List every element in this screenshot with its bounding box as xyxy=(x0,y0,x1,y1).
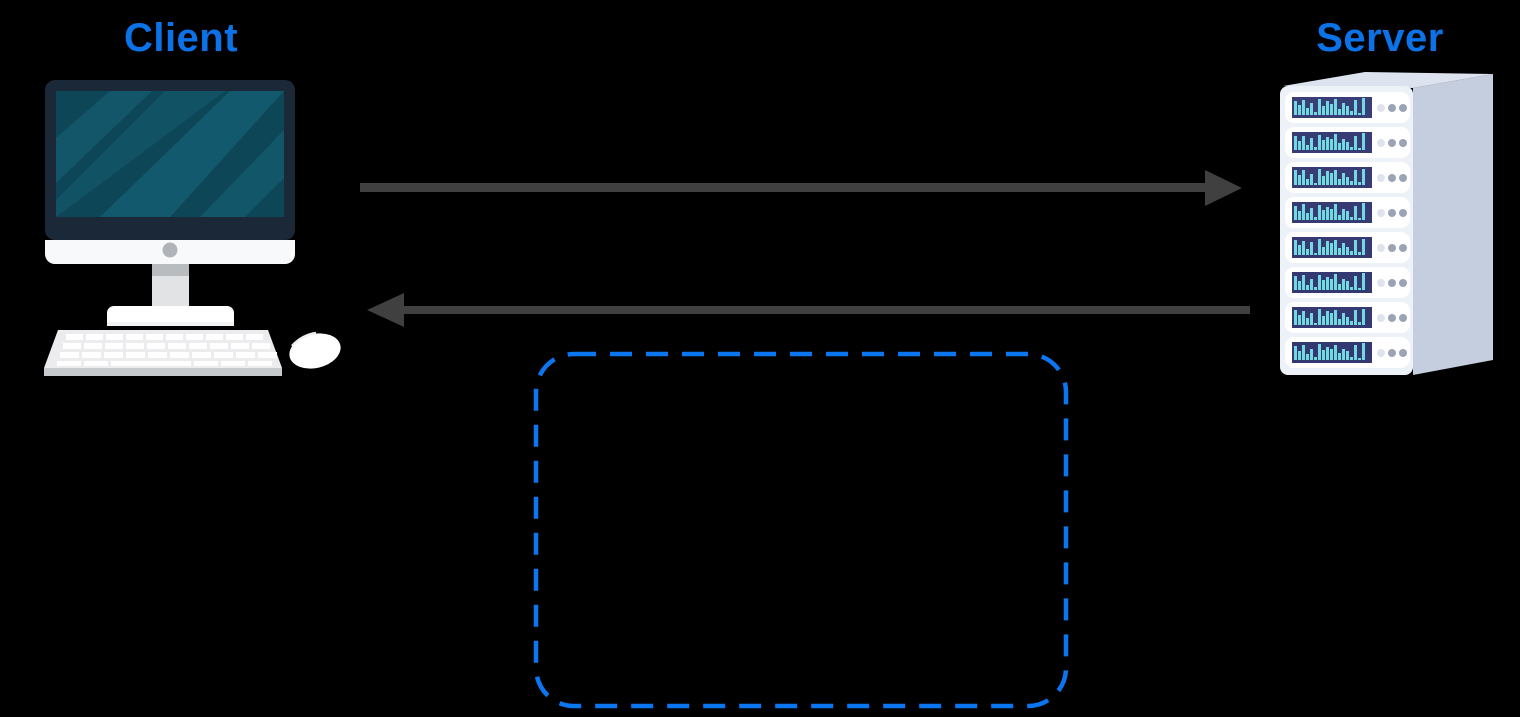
arrow-right-icon xyxy=(360,170,1242,206)
dashed-highlight-region[interactable] xyxy=(532,350,1072,710)
request-arrow xyxy=(360,162,1250,214)
dashed-rounded-rectangle-icon xyxy=(533,351,1069,709)
arrow-left-icon xyxy=(367,293,1250,327)
server-label: Server xyxy=(1316,16,1444,60)
server-node[interactable] xyxy=(1265,70,1505,385)
desktop-computer-icon xyxy=(44,80,341,376)
client-label: Client xyxy=(123,16,239,60)
server-rack-icon xyxy=(1280,72,1493,375)
response-arrow xyxy=(360,284,1250,336)
client-node[interactable] xyxy=(40,78,350,378)
